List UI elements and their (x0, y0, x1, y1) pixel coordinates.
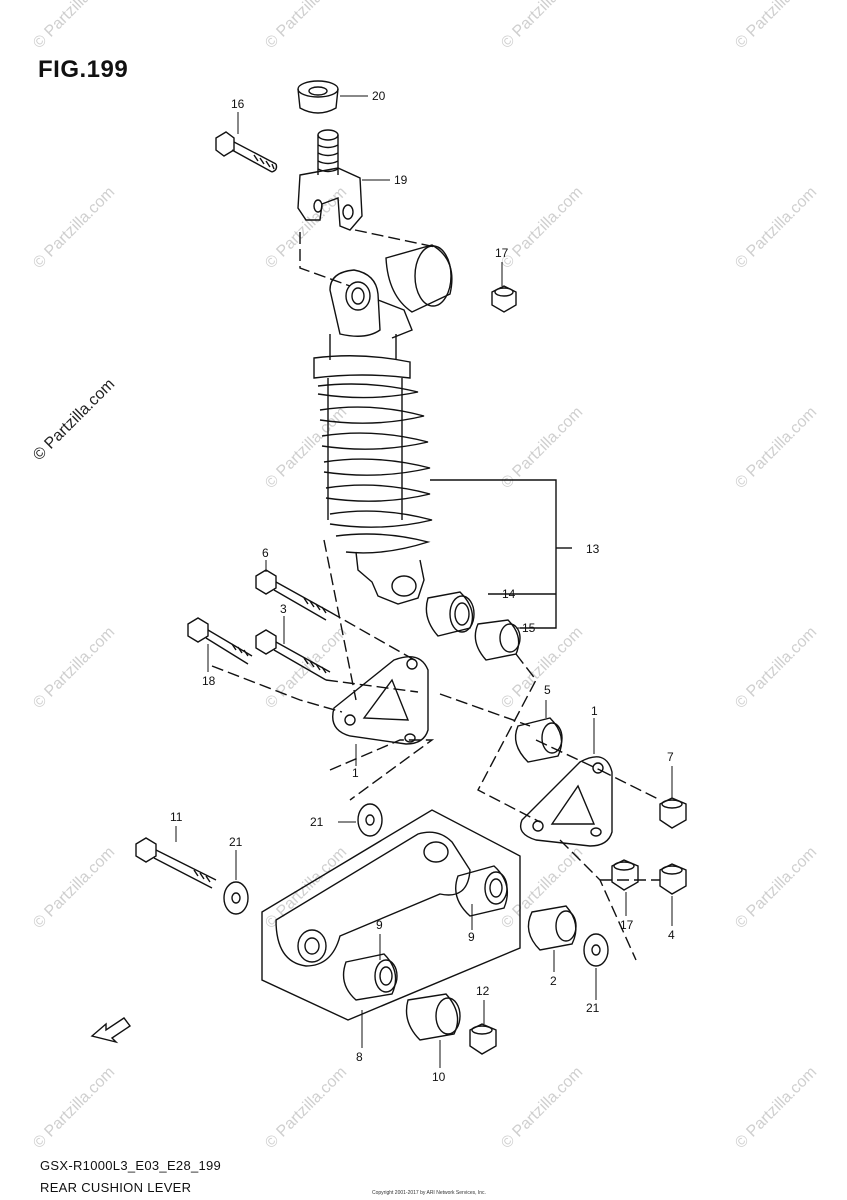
callout-5: 5 (544, 683, 551, 697)
part-6-bolt[interactable] (255, 569, 331, 621)
alignment-line (299, 232, 351, 287)
callout-6: 6 (262, 546, 269, 560)
part-8-lever-link[interactable] (275, 831, 471, 967)
callout-21: 21 (310, 815, 324, 829)
callout-13: 13 (586, 542, 600, 556)
part-3-bolt[interactable] (255, 629, 331, 681)
figure-name: REAR CUSHION LEVER (40, 1180, 192, 1195)
part-7-nut[interactable] (659, 797, 687, 829)
callout-10: 10 (432, 1070, 446, 1084)
part-21-washer-right[interactable] (583, 933, 609, 967)
callout-9: 9 (468, 930, 475, 944)
part-4-nut[interactable] (659, 863, 687, 895)
figure-code: GSX-R1000L3_E03_E28_199 (40, 1158, 222, 1173)
figure-title: FIG.199 (38, 56, 129, 83)
part-10-spacer[interactable] (405, 993, 461, 1041)
callout-9: 9 (376, 918, 383, 932)
callout-21: 21 (229, 835, 243, 849)
callout-2: 2 (550, 974, 557, 988)
part-9-bearing-upper[interactable] (455, 865, 508, 917)
fwd-arrow-icon (90, 1017, 132, 1044)
assembly-bracket-13 (430, 479, 557, 629)
part-19-bracket[interactable] (297, 167, 363, 231)
callout-11: 11 (170, 810, 183, 824)
shock-lower-body (355, 551, 425, 605)
callout-12: 12 (476, 984, 490, 998)
shock-top-eye (385, 244, 453, 313)
alignment-line (354, 229, 441, 249)
callout-14: 14 (502, 587, 516, 601)
callout-1: 1 (591, 704, 598, 718)
callout-8: 8 (356, 1050, 363, 1064)
part-1-plate-left[interactable] (332, 656, 429, 745)
callout-15: 15 (522, 621, 536, 635)
part-16-bolt[interactable] (215, 131, 278, 173)
part-2-bushing[interactable] (527, 905, 577, 951)
assembly-frame-8 (261, 809, 521, 1021)
shock-head (329, 269, 413, 360)
callout-18: 18 (202, 674, 216, 688)
callout-3: 3 (280, 602, 287, 616)
part-21-washer-top[interactable] (357, 803, 383, 837)
shock-spring (313, 355, 433, 554)
part-21-washer-left[interactable] (223, 881, 249, 915)
part-15-bushing[interactable] (474, 619, 521, 661)
part-12-nut[interactable] (469, 1023, 497, 1055)
callout-7: 7 (667, 750, 674, 764)
callout-17: 17 (495, 246, 509, 260)
callout-16: 16 (231, 97, 245, 111)
part-5-bushing[interactable] (514, 717, 563, 763)
callout-20: 20 (372, 89, 386, 103)
part-17-nut-lower[interactable] (611, 859, 639, 891)
part-14-bushing[interactable] (425, 591, 475, 637)
copyright-notice: Copyright 2001-2017 by ARI Network Servi… (372, 1190, 486, 1196)
part-11-bolt[interactable] (135, 837, 217, 889)
callout-21: 21 (586, 1001, 600, 1015)
part-18-bolt[interactable] (187, 617, 253, 665)
leader-lines (175, 95, 673, 1068)
part-9-bearing-lower[interactable] (342, 953, 398, 1001)
callout-1: 1 (352, 766, 359, 780)
callout-19: 19 (394, 173, 408, 187)
part-20-nut[interactable] (297, 80, 339, 114)
callout-4: 4 (668, 928, 675, 942)
assembly-guides (211, 539, 661, 961)
callout-17: 17 (620, 918, 634, 932)
part-1-plate-right[interactable] (519, 756, 613, 847)
part-17-nut[interactable] (491, 285, 517, 313)
